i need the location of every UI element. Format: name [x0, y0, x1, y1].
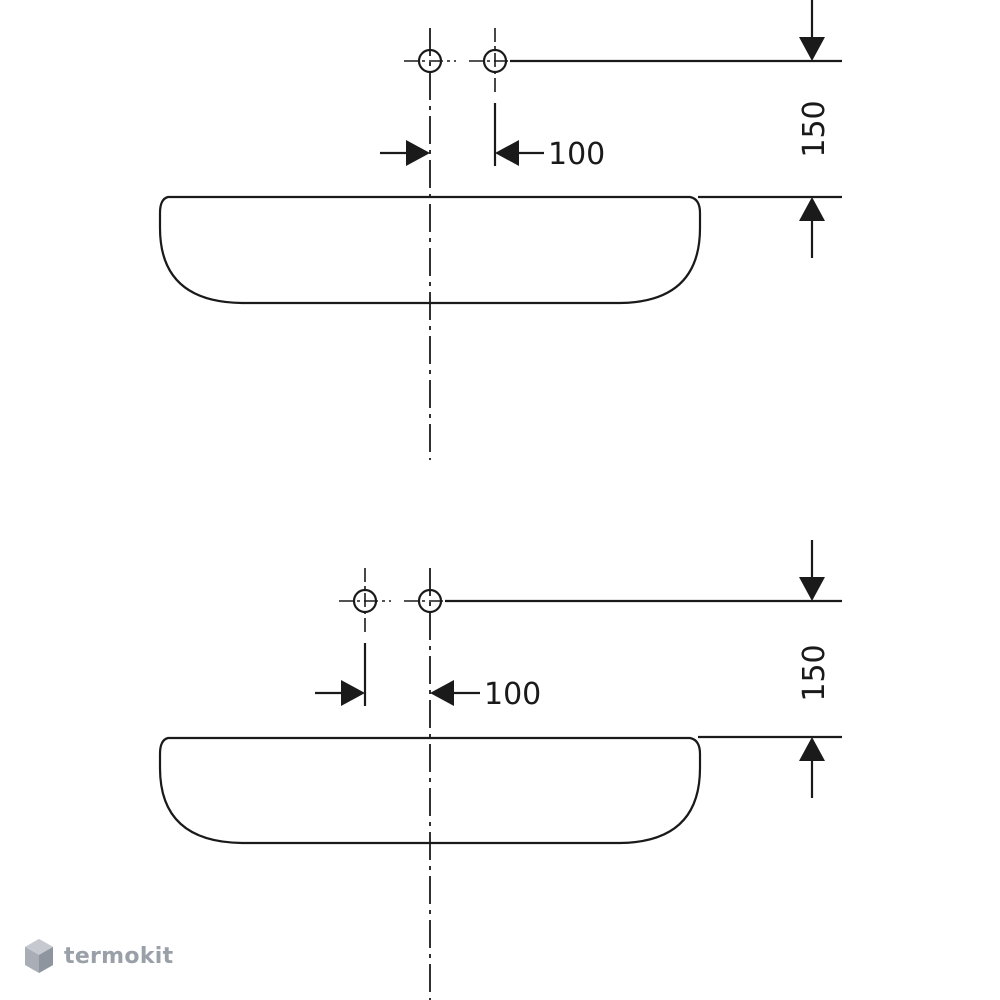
watermark-text: termokit: [64, 943, 174, 969]
basin-outline-bottom: [158, 736, 702, 845]
dimension-label-horizontal: 100: [548, 137, 605, 172]
arrow-left-icon: [430, 680, 454, 706]
arrow-left-icon: [495, 140, 519, 166]
top-view: [158, 0, 842, 460]
bottom-view: [158, 540, 842, 1000]
arrow-up-icon: [799, 197, 825, 221]
dimension-label-vertical: 150: [797, 100, 832, 157]
arrow-down-icon: [799, 577, 825, 601]
watermark: termokit: [24, 934, 173, 978]
arrow-right-icon: [406, 140, 430, 166]
arrow-down-icon: [799, 37, 825, 61]
basin-outline-top: [158, 195, 702, 305]
hexagon-cube-icon: [25, 939, 53, 973]
arrow-up-icon: [799, 737, 825, 761]
dimension-label-vertical: 150: [797, 644, 832, 701]
arrow-right-icon: [341, 680, 365, 706]
dimension-label-horizontal: 100: [484, 677, 541, 712]
